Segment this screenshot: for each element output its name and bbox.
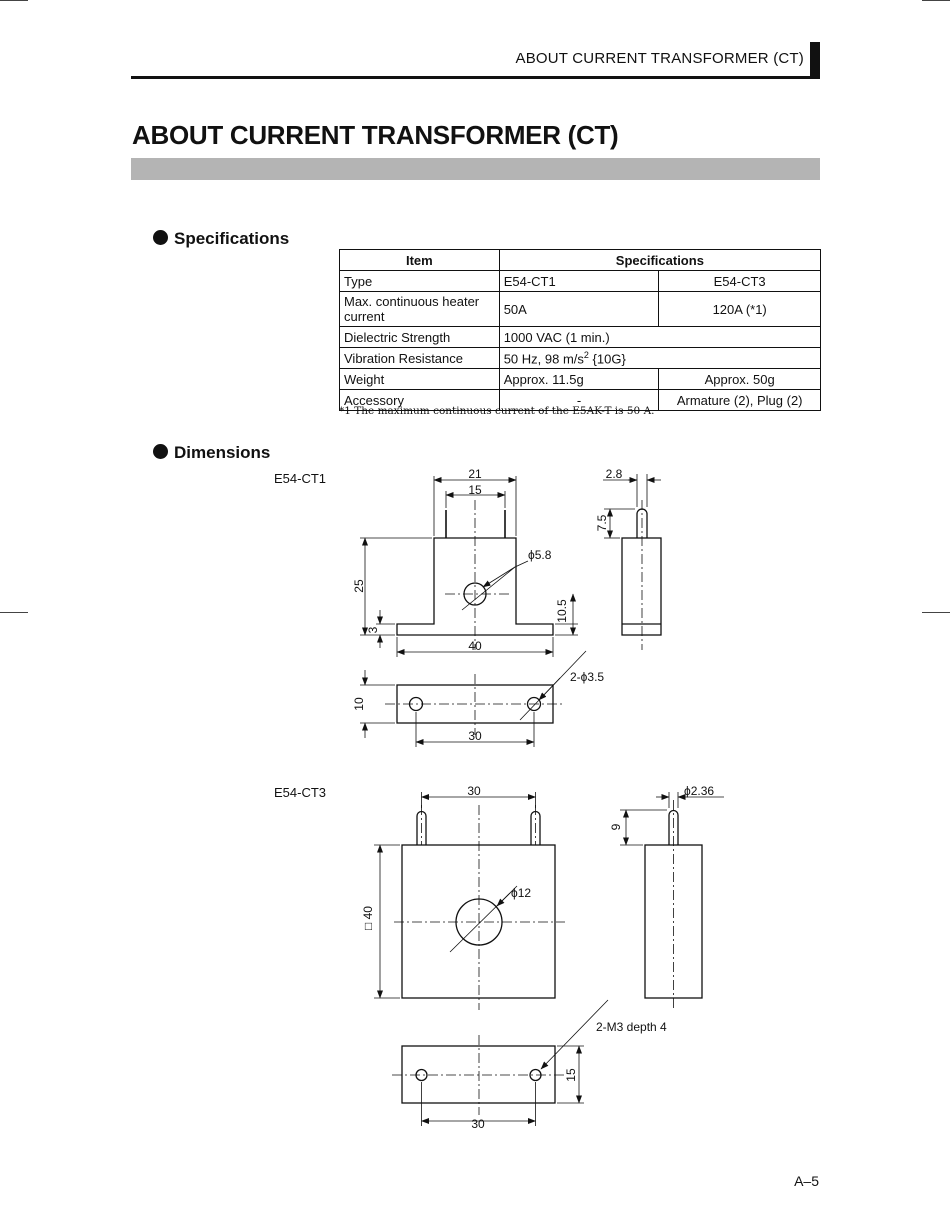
cell-item: Weight	[339, 368, 500, 390]
dim-7-5: 7.5	[595, 514, 609, 531]
ct3-bottom-dims	[421, 999, 609, 1126]
dim-30: 30	[468, 729, 482, 743]
crop-mark	[922, 612, 950, 613]
cell-value: 50 Hz, 98 m/s2 {10G}	[498, 347, 822, 369]
bullet-icon	[153, 444, 168, 459]
crop-mark	[0, 612, 28, 613]
dim-2-8: 2.8	[606, 467, 623, 481]
dim-phi58: ϕ5.8	[528, 548, 552, 562]
dim-2-phi35: 2-ϕ3.5	[570, 670, 604, 684]
ct3-front-labels: 30 □ 40 ϕ12	[361, 784, 531, 930]
ct3-front-view	[394, 805, 565, 1010]
ct3-side-dims	[620, 792, 724, 846]
dimensions-heading: Dimensions	[153, 443, 270, 463]
table-row: Vibration Resistance 50 Hz, 98 m/s2 {10G…	[339, 347, 822, 369]
ct1-front-dims	[360, 476, 578, 657]
dim-15: 15	[468, 483, 482, 497]
vibration-value: 50 Hz, 98 m/s	[503, 351, 584, 367]
title-bar	[131, 158, 820, 180]
specifications-table: Item Specifications Type E54-CT1 E54-CT3…	[339, 249, 822, 411]
running-header-title: ABOUT CURRENT TRANSFORMER (CT)	[515, 50, 804, 67]
running-header: ABOUT CURRENT TRANSFORMER (CT)	[131, 42, 820, 79]
dim-21: 21	[468, 467, 482, 481]
ct3-bottom-view	[392, 1035, 565, 1115]
footnote: *1 The maximum continuous current of the…	[339, 405, 655, 417]
ct3-front-dims	[374, 792, 536, 999]
page-title: ABOUT CURRENT TRANSFORMER (CT)	[132, 120, 619, 150]
ct1-front-labels: 21 15 ϕ5.8 25 3 10.5 40	[352, 467, 569, 653]
ct1-side-dims	[603, 474, 661, 539]
vibration-unit: {10G}	[588, 351, 626, 367]
ct3-side-view	[644, 800, 703, 1010]
dim-15: 15	[564, 1068, 578, 1082]
ct1-bottom-labels: 10 30 2-ϕ3.5	[352, 670, 604, 743]
ct3-bottom-labels: 15 30 2-M3 depth 4	[471, 1020, 667, 1131]
ct1-bottom-dims	[360, 650, 587, 747]
dim-square-40: □ 40	[361, 906, 375, 930]
crop-mark	[0, 0, 28, 1]
dim-40: 40	[468, 639, 482, 653]
table-row: Weight Approx. 11.5g Approx. 50g	[339, 368, 821, 390]
ct1-side-view	[621, 500, 662, 650]
dim-m3-depth: 2-M3 depth 4	[596, 1020, 667, 1034]
cell-ct1: 50A	[498, 291, 660, 327]
header-tab-marker	[810, 42, 820, 76]
table-row: Accessory - Armature (2), Plug (2)	[339, 389, 821, 411]
model-label-ct3: E54-CT3	[274, 785, 327, 800]
page-number: A–5	[794, 1173, 819, 1189]
dim-phi12: ϕ12	[511, 886, 531, 900]
dim-25: 25	[352, 579, 366, 593]
ct1-bottom-view	[385, 674, 565, 735]
crop-mark	[922, 0, 950, 1]
cell-ct3: Armature (2), Plug (2)	[658, 389, 821, 411]
dim-phi236: ϕ2.36	[684, 784, 714, 798]
dimensions-heading-text: Dimensions	[174, 443, 271, 462]
dim-10: 10	[352, 697, 366, 711]
ct3-side-labels: ϕ2.36 9	[609, 784, 714, 830]
header-specifications: Specifications	[498, 249, 822, 271]
dim-3: 3	[366, 626, 380, 633]
cell-item: Max. continuous heater current	[339, 291, 500, 327]
ct1-front-view	[396, 500, 554, 650]
dim-9: 9	[609, 823, 623, 830]
table-row: Max. continuous heater current 50A 120A …	[339, 291, 821, 327]
dim-30-bottom: 30	[471, 1117, 485, 1131]
ct1-side-labels: 2.8 7.5	[595, 467, 623, 531]
specifications-heading-text: Specifications	[174, 229, 290, 248]
cell-ct3: Approx. 50g	[658, 368, 821, 390]
vibration-exponent: 2	[583, 349, 589, 360]
dim-10-5: 10.5	[555, 599, 569, 623]
cell-ct1: Approx. 11.5g	[498, 368, 660, 390]
dim-30-top: 30	[467, 784, 481, 798]
cell-item: Accessory	[339, 389, 500, 411]
bullet-icon	[153, 230, 168, 245]
specifications-heading: Specifications	[153, 229, 289, 249]
model-label-ct1: E54-CT1	[274, 471, 327, 486]
